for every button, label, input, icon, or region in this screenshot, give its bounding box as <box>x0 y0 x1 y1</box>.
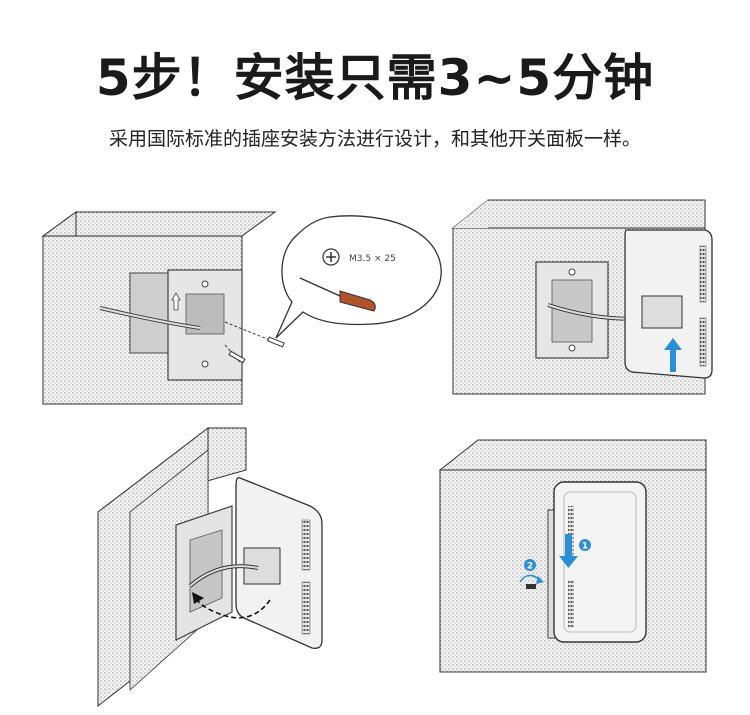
device-body <box>553 481 647 643</box>
arrow-down-icon <box>559 534 578 568</box>
screwdriver-shaft <box>299 277 341 297</box>
screw-icon <box>526 584 536 589</box>
step1-illustration: M3.5 × 25 <box>41 211 442 405</box>
screw-icon <box>267 336 285 348</box>
svg-text:2: 2 <box>527 562 533 572</box>
screw-size-label: M3.5 × 25 <box>349 254 396 264</box>
page-title: 5步！安装只需3~5分钟 <box>95 49 655 107</box>
step3-illustration <box>97 426 323 708</box>
step2-illustration <box>451 199 713 395</box>
screwdriver-handle <box>339 290 376 312</box>
step4-illustration: 1 2 <box>438 439 707 673</box>
callout-bubble <box>275 215 442 339</box>
terminal-block <box>641 295 683 329</box>
step-badge-1 <box>579 539 591 551</box>
wall-top <box>41 211 277 237</box>
page-subtitle: 采用国际标准的插座安装方法进行设计，和其他开关面板一样。 <box>108 128 641 150</box>
rotate-arrow-icon <box>195 597 271 619</box>
screw-icon <box>228 350 246 364</box>
arrow-up-icon <box>664 338 682 372</box>
svg-text:1: 1 <box>582 542 588 552</box>
step-badge-2 <box>524 559 536 571</box>
